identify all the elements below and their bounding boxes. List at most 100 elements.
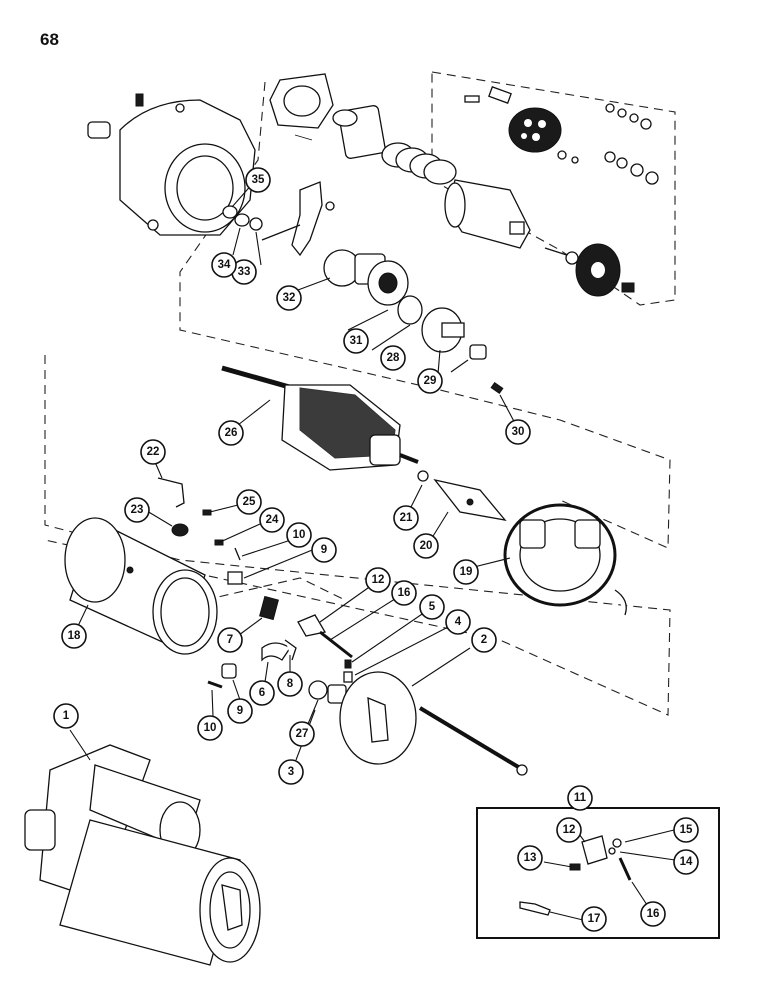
callout-14: 14	[673, 849, 699, 875]
screw-25	[202, 509, 212, 516]
svg-text:35: 35	[252, 174, 265, 186]
callout-30: 30	[505, 419, 531, 445]
callout-24: 24	[259, 507, 285, 533]
callout-16: 16	[391, 580, 417, 606]
callout-21: 21	[393, 505, 419, 531]
svg-text:4: 4	[455, 616, 462, 628]
svg-text:31: 31	[350, 335, 363, 347]
callout-13: 13	[517, 845, 543, 871]
svg-text:23: 23	[131, 504, 144, 516]
drive-pinion	[323, 249, 409, 306]
svg-text:8: 8	[287, 678, 294, 690]
plunger-tube	[332, 105, 386, 159]
commutator-end-cap	[339, 671, 417, 765]
svg-text:10: 10	[293, 529, 306, 541]
svg-text:29: 29	[424, 375, 437, 387]
callout-12-inset: 12	[556, 817, 582, 843]
callout-10-lower: 10	[197, 715, 223, 741]
callout-2: 2	[471, 627, 497, 653]
svg-text:20: 20	[420, 540, 433, 552]
callout-9-lower: 9	[227, 698, 253, 724]
spring-4	[343, 671, 353, 683]
svg-text:25: 25	[243, 496, 256, 508]
callout-9-upper: 9	[311, 537, 337, 563]
callout-8: 8	[277, 671, 303, 697]
callout-4: 4	[445, 609, 471, 635]
through-bolt-head	[516, 764, 528, 776]
svg-text:26: 26	[225, 427, 238, 439]
screw-10-upper	[234, 547, 241, 561]
insulator-20	[433, 478, 507, 521]
callout-3: 3	[278, 759, 304, 785]
svg-text:21: 21	[400, 512, 413, 524]
link-22	[157, 477, 185, 508]
svg-text:16: 16	[647, 908, 660, 920]
inset-parts	[519, 835, 632, 916]
svg-text:13: 13	[524, 852, 537, 864]
block-9-lower	[221, 663, 237, 679]
callout-10-upper: 10	[286, 522, 312, 548]
svg-text:5: 5	[429, 601, 436, 613]
washer-35	[222, 205, 238, 219]
svg-text:12: 12	[563, 824, 576, 836]
callout-20: 20	[413, 533, 439, 559]
callout-29: 29	[417, 368, 443, 394]
through-bolt	[418, 706, 522, 770]
screw-30	[490, 381, 504, 395]
armature	[221, 365, 419, 471]
svg-text:3: 3	[288, 766, 294, 778]
washer-33	[249, 217, 263, 231]
callout-22: 22	[140, 439, 166, 465]
contact-disc	[544, 243, 635, 297]
svg-text:18: 18	[68, 630, 81, 642]
callout-19: 19	[453, 559, 479, 585]
svg-text:19: 19	[460, 566, 473, 578]
washer-34	[234, 213, 250, 227]
callout-5: 5	[419, 594, 445, 620]
svg-text:9: 9	[237, 705, 243, 717]
svg-text:28: 28	[387, 352, 400, 364]
svg-text:17: 17	[588, 913, 601, 925]
starter-assembly	[24, 744, 261, 966]
callout-27: 27	[289, 721, 315, 747]
svg-text:33: 33	[238, 266, 251, 278]
pin-16	[319, 630, 353, 659]
page-number: 68	[40, 30, 59, 49]
callout-12: 12	[365, 567, 391, 593]
svg-text:14: 14	[680, 856, 693, 868]
callout-23: 23	[124, 497, 150, 523]
callout-34: 34	[211, 252, 237, 278]
inset-box-11	[476, 807, 720, 939]
brush-holder-outline	[204, 577, 346, 601]
svg-text:1: 1	[63, 710, 70, 722]
svg-text:24: 24	[266, 514, 279, 526]
callout-32: 32	[276, 285, 302, 311]
field-coil	[503, 503, 627, 616]
callout-6: 6	[249, 680, 275, 706]
washer-21	[417, 470, 429, 482]
bushing-29	[469, 344, 487, 360]
solenoid-hardware	[557, 103, 659, 185]
brush-7	[259, 595, 279, 621]
svg-text:2: 2	[481, 634, 487, 646]
svg-text:7: 7	[227, 634, 233, 646]
callout-26: 26	[218, 420, 244, 446]
callout-25: 25	[236, 489, 262, 515]
frame-group-outline	[44, 355, 671, 716]
thrust-washer-31	[397, 295, 423, 325]
spring-6	[261, 642, 291, 662]
washer-27	[308, 680, 328, 700]
collar-28	[421, 307, 465, 353]
svg-text:10: 10	[204, 722, 217, 734]
svg-text:32: 32	[283, 292, 296, 304]
callout-33: 33	[231, 259, 257, 285]
callout-28: 28	[380, 345, 406, 371]
callout-18: 18	[61, 623, 87, 649]
callout-35: 35	[245, 167, 271, 193]
spring-5	[344, 659, 352, 669]
svg-text:12: 12	[372, 574, 385, 586]
block-9-upper	[227, 571, 243, 585]
screw-10-lower	[207, 680, 223, 689]
svg-text:15: 15	[680, 824, 693, 836]
